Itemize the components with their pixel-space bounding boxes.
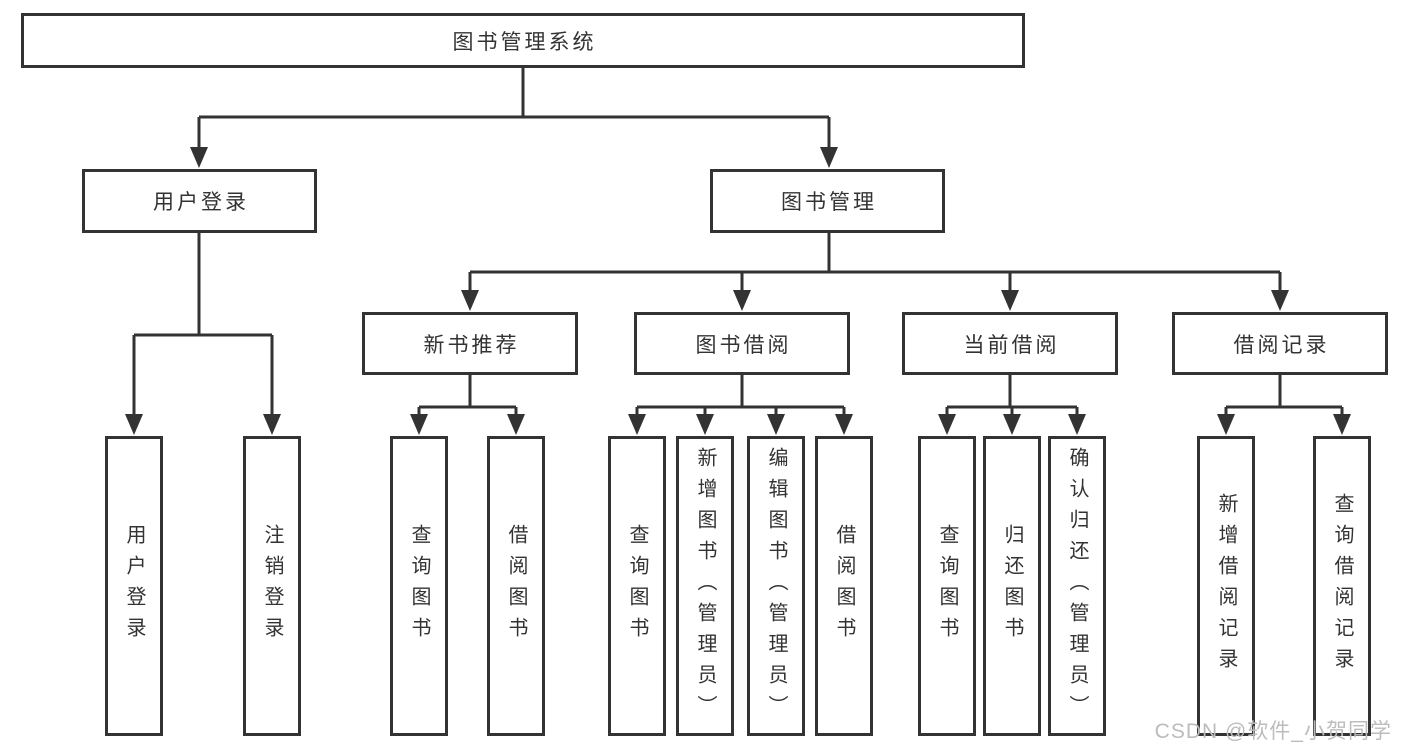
node-label: 借阅记录 <box>1233 333 1330 357</box>
watermark: CSDN @软件_小贺同学 <box>1154 720 1392 743</box>
node-group-borrow-records: 借阅记录 <box>1172 312 1388 375</box>
node-user-login-branch: 用户登录 <box>82 169 317 233</box>
node-label: 用户登录 <box>153 191 249 214</box>
arrowheads <box>125 147 1351 435</box>
node-label: 新书推荐 <box>423 333 520 357</box>
node-book-mgmt-branch: 图书管理 <box>710 169 945 233</box>
node-root-label: 图书管理系统 <box>452 30 597 54</box>
leaf-borrow-books: 借阅图书 <box>815 436 873 736</box>
node-group-current-borrow: 当前借阅 <box>902 312 1118 375</box>
leaf-label: 借阅图书 <box>833 524 855 648</box>
node-group-new-books: 新书推荐 <box>362 312 578 375</box>
leaf-return-book: 归还图书 <box>983 436 1041 736</box>
leaf-query-borrow-record: 查询借阅记录 <box>1313 436 1371 736</box>
bookborrow-to-leaves-line <box>635 374 846 420</box>
leaf-add-book-admin: 新增图书（管理员） <box>676 436 734 736</box>
arrow-down-icon <box>767 414 785 435</box>
root-to-level2-line <box>197 66 831 149</box>
bookmgmt-to-level3-line <box>468 231 1282 295</box>
leaf-query-books-recommend: 查询图书 <box>390 436 448 736</box>
arrow-down-icon <box>263 414 281 435</box>
leaf-add-borrow-record: 新增借阅记录 <box>1197 436 1255 736</box>
leaf-user-login: 用户登录 <box>105 436 163 736</box>
arrow-down-icon <box>628 414 646 435</box>
leaf-edit-book-admin: 编辑图书（管理员） <box>747 436 805 736</box>
arrow-down-icon <box>1068 414 1086 435</box>
leaf-label: 查询图书 <box>408 524 430 648</box>
arrow-down-icon <box>410 414 428 435</box>
leaf-label: 编辑图书（管理员） <box>765 446 787 726</box>
arrow-down-icon <box>190 147 208 168</box>
arrow-down-icon <box>1003 414 1021 435</box>
node-root: 图书管理系统 <box>21 13 1025 68</box>
leaf-query-books-current: 查询图书 <box>918 436 976 736</box>
userlogin-to-leaves-line <box>132 231 274 418</box>
leaf-label: 借阅图书 <box>505 524 527 648</box>
arrow-down-icon <box>938 414 956 435</box>
arrow-down-icon <box>733 290 751 311</box>
newbooks-to-leaves-line <box>417 374 518 420</box>
leaf-label: 归还图书 <box>1001 524 1023 648</box>
arrow-down-icon <box>1001 290 1019 311</box>
leaf-borrow-books-recommend: 借阅图书 <box>487 436 545 736</box>
node-label: 当前借阅 <box>963 333 1060 357</box>
arrow-down-icon <box>820 147 838 168</box>
leaf-label: 新增借阅记录 <box>1215 493 1237 679</box>
arrow-down-icon <box>1217 414 1235 435</box>
leaf-query-books-borrow: 查询图书 <box>608 436 666 736</box>
node-label: 图书管理 <box>781 191 877 214</box>
node-group-book-borrow: 图书借阅 <box>634 312 850 375</box>
leaf-label: 查询借阅记录 <box>1331 493 1353 679</box>
leaf-label: 新增图书（管理员） <box>694 446 716 726</box>
arrow-down-icon <box>1333 414 1351 435</box>
arrow-down-icon <box>1271 290 1289 311</box>
leaf-confirm-return-admin: 确认归还（管理员） <box>1048 436 1106 736</box>
leaf-label: 查询图书 <box>936 524 958 648</box>
leaf-label: 确认归还（管理员） <box>1066 446 1088 726</box>
arrow-down-icon <box>461 290 479 311</box>
node-label: 图书借阅 <box>695 333 792 357</box>
currentborrow-to-leaves-line <box>945 374 1079 420</box>
arrow-down-icon <box>696 414 714 435</box>
leaf-label: 查询图书 <box>626 524 648 648</box>
borrowrecords-to-leaves-line <box>1224 374 1344 420</box>
arrow-down-icon <box>835 414 853 435</box>
arrow-down-icon <box>507 414 525 435</box>
leaf-logout: 注销登录 <box>243 436 301 736</box>
leaf-label: 注销登录 <box>261 524 283 648</box>
connector-paths <box>132 66 1344 420</box>
leaf-label: 用户登录 <box>123 524 145 648</box>
arrow-down-icon <box>125 414 143 435</box>
